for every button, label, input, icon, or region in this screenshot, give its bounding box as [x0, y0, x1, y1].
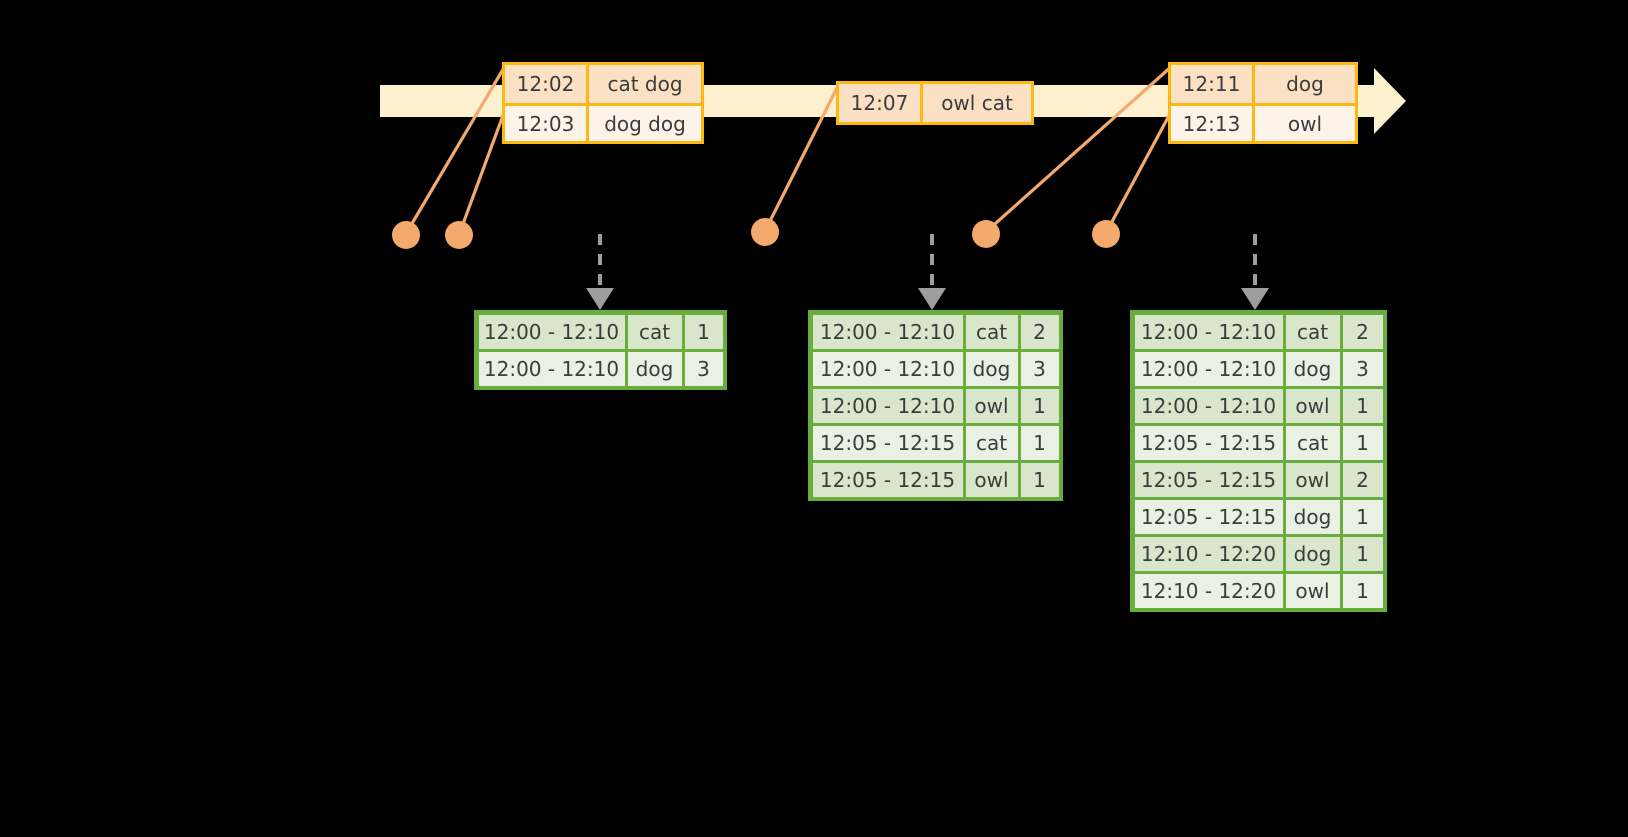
- count-cell: 1: [1020, 425, 1059, 460]
- word-cell: dog: [1285, 499, 1340, 534]
- event-words: owl: [1255, 106, 1355, 141]
- window-cell: 12:00 - 12:10: [812, 314, 963, 349]
- emit-arrows: [598, 234, 1257, 288]
- window-cell: 12:05 - 12:15: [1134, 462, 1283, 497]
- word-cell: dog: [1285, 536, 1340, 571]
- window-cell: 12:00 - 12:10: [812, 388, 963, 423]
- count-cell: 3: [1342, 351, 1383, 386]
- event-row[interactable]: 12:13 owl: [1171, 103, 1355, 141]
- event-marker-3: [751, 218, 779, 246]
- event-words: dog: [1255, 65, 1355, 103]
- window-cell: 12:00 - 12:10: [812, 351, 963, 386]
- window-cell: 12:00 - 12:10: [478, 314, 625, 349]
- word-cell: cat: [1285, 314, 1340, 349]
- event-row[interactable]: 12:03 dog dog: [505, 103, 701, 141]
- event-time: 12:03: [505, 106, 589, 141]
- word-cell: owl: [1285, 388, 1340, 423]
- event-words: owl cat: [923, 84, 1031, 122]
- emit-arrow-heads: [586, 288, 1269, 310]
- event-marker-1: [392, 221, 420, 249]
- event-marker-4: [972, 220, 1000, 248]
- event-row[interactable]: 12:11 dog: [1171, 65, 1355, 103]
- event-box-3[interactable]: 12:11 dog 12:13 owl: [1168, 62, 1358, 144]
- connector-line-5: [1105, 109, 1174, 232]
- event-box-2[interactable]: 12:07 owl cat: [836, 81, 1034, 125]
- timeline-arrow-head: [1374, 68, 1406, 134]
- event-words: dog dog: [589, 106, 701, 141]
- event-row[interactable]: 12:02 cat dog: [505, 65, 701, 103]
- emit-arrow-head-2: [918, 288, 946, 310]
- count-cell: 1: [1020, 388, 1059, 423]
- emit-arrow-head-1: [586, 288, 614, 310]
- window-cell: 12:10 - 12:20: [1134, 536, 1283, 571]
- count-cell: 2: [1342, 462, 1383, 497]
- event-box-1[interactable]: 12:02 cat dog 12:03 dog dog: [502, 62, 704, 144]
- window-cell: 12:00 - 12:10: [1134, 314, 1283, 349]
- count-cell: 3: [684, 351, 723, 386]
- word-cell: owl: [1285, 573, 1340, 608]
- window-cell: 12:00 - 12:10: [1134, 388, 1283, 423]
- event-markers: [392, 218, 1120, 249]
- count-cell: 1: [1342, 425, 1383, 460]
- word-cell: cat: [627, 314, 682, 349]
- word-cell: cat: [965, 314, 1018, 349]
- word-cell: dog: [965, 351, 1018, 386]
- connector-line-2: [458, 109, 507, 233]
- event-time: 12:11: [1171, 65, 1255, 103]
- word-cell: dog: [1285, 351, 1340, 386]
- count-cell: 1: [1020, 462, 1059, 497]
- count-cell: 2: [1342, 314, 1383, 349]
- window-cell: 12:05 - 12:15: [1134, 499, 1283, 534]
- word-cell: owl: [965, 388, 1018, 423]
- event-marker-2: [445, 221, 473, 249]
- event-marker-5: [1092, 220, 1120, 248]
- count-cell: 1: [1342, 536, 1383, 571]
- event-time: 12:07: [839, 84, 923, 122]
- count-cell: 1: [684, 314, 723, 349]
- event-time: 12:02: [505, 65, 589, 103]
- word-cell: owl: [1285, 462, 1340, 497]
- count-cell: 1: [1342, 499, 1383, 534]
- event-time: 12:13: [1171, 106, 1255, 141]
- count-cell: 3: [1020, 351, 1059, 386]
- window-cell: 12:10 - 12:20: [1134, 573, 1283, 608]
- word-cell: cat: [965, 425, 1018, 460]
- event-words: cat dog: [589, 65, 701, 103]
- count-cell: 2: [1020, 314, 1059, 349]
- window-cell: 12:05 - 12:15: [812, 425, 963, 460]
- window-cell: 12:05 - 12:15: [1134, 425, 1283, 460]
- word-cell: owl: [965, 462, 1018, 497]
- word-cell: dog: [627, 351, 682, 386]
- window-cell: 12:05 - 12:15: [812, 462, 963, 497]
- emit-arrow-head-3: [1241, 288, 1269, 310]
- count-cell: 1: [1342, 573, 1383, 608]
- event-row[interactable]: 12:07 owl cat: [839, 84, 1031, 122]
- word-cell: cat: [1285, 425, 1340, 460]
- window-cell: 12:00 - 12:10: [478, 351, 625, 386]
- window-cell: 12:00 - 12:10: [1134, 351, 1283, 386]
- count-cell: 1: [1342, 388, 1383, 423]
